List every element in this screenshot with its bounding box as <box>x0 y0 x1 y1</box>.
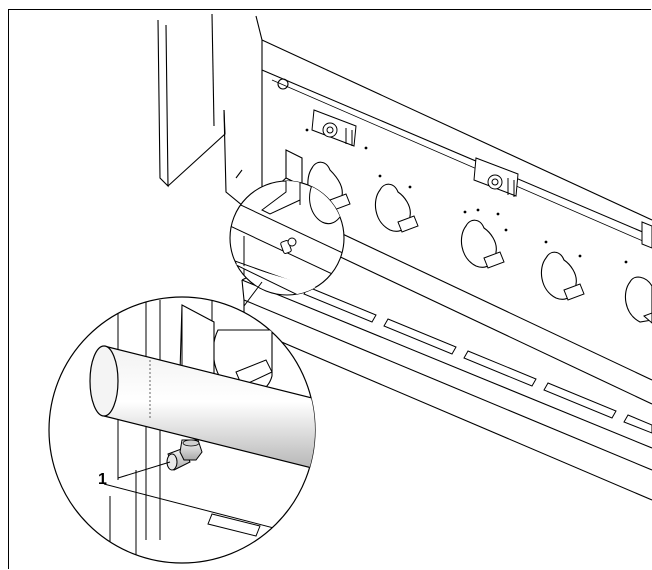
callout-1: 1 <box>98 461 171 488</box>
bracket-center <box>473 157 519 197</box>
callout-label: 1 <box>98 471 107 488</box>
bracket-right <box>641 221 652 249</box>
figure-frame <box>8 9 651 569</box>
callout-leader <box>117 461 171 479</box>
nozzle-fitting <box>166 439 203 471</box>
detail-circle-zoom <box>48 296 316 564</box>
detail-leader <box>243 281 263 307</box>
plinth-slots <box>303 286 652 434</box>
detail-circle-small <box>229 180 345 296</box>
